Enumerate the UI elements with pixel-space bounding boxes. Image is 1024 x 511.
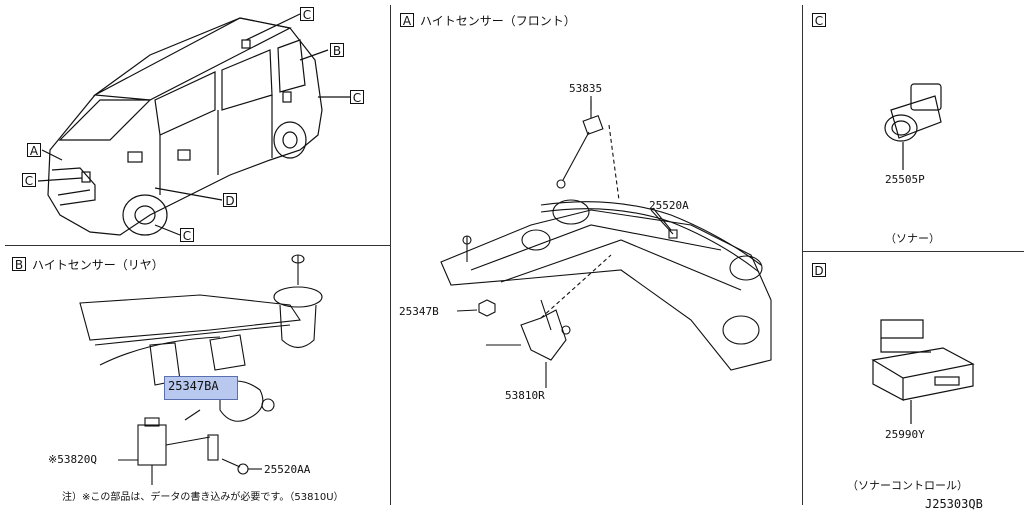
rear-panel-note: 注）※この部品は、データの書き込みが必要です。（53810U） [62, 492, 344, 503]
vehicle-overview-panel: C B C A C D C [0, 0, 390, 245]
sonar-illustration [884, 83, 942, 170]
part-53810r: 53810R [505, 389, 545, 402]
divider-left-horizontal [5, 245, 390, 246]
callout-tag-d: D [223, 193, 237, 208]
callout-tag-c-front: C [22, 173, 36, 188]
callout-tag-a: A [27, 143, 41, 158]
callout-tag-c-bottom: C [180, 228, 194, 243]
divider-left [390, 5, 391, 505]
part-25520a: 25520A [649, 199, 689, 212]
part-25347ba: 25347BA [168, 379, 219, 393]
sonar-control-illustration [871, 319, 975, 424]
rear-suspension-illustration [79, 254, 323, 485]
vehicle-illustration [37, 13, 350, 236]
sonar-panel: C 25505P （ソナー） [803, 0, 1024, 251]
rear-height-sensor-panel: B ハイトセンサー（リヤ） [0, 245, 390, 511]
part-25520aa: 25520AA [264, 463, 311, 476]
highlight-25347ba [164, 376, 238, 400]
front-panel-title: ハイトセンサー（フロント） [420, 14, 576, 28]
callout-tag-c-roof: C [300, 7, 314, 22]
part-25990y: 25990Y [885, 428, 925, 441]
callout-tag-c-rear: C [350, 90, 364, 105]
panel-tag-b: B [12, 257, 26, 272]
part-53835: 53835 [569, 82, 603, 95]
sonar-control-panel: D 25990Y （ソナーコントロール） J25303QB [803, 252, 1024, 511]
panel-tag-a: A [400, 13, 414, 28]
rear-panel-title: ハイトセンサー（リヤ） [32, 258, 164, 272]
callout-tag-b: B [330, 43, 344, 58]
divider-right-horizontal [802, 251, 1024, 252]
divider-right [802, 5, 803, 505]
part-25505p: 25505P [885, 173, 925, 186]
front-subframe-illustration [440, 96, 772, 388]
part-53820q: ※53820Q [48, 453, 97, 466]
sonar-caption: （ソナー） [885, 232, 940, 245]
front-height-sensor-panel: A ハイトセンサー（フロント） [391, 0, 802, 511]
sonar-control-caption: （ソナーコントロール） [847, 479, 968, 492]
panel-tag-c: C [812, 13, 826, 28]
diagram-code: J25303QB [925, 497, 983, 511]
panel-tag-d: D [812, 263, 826, 278]
part-25347b: 25347B [399, 305, 439, 318]
